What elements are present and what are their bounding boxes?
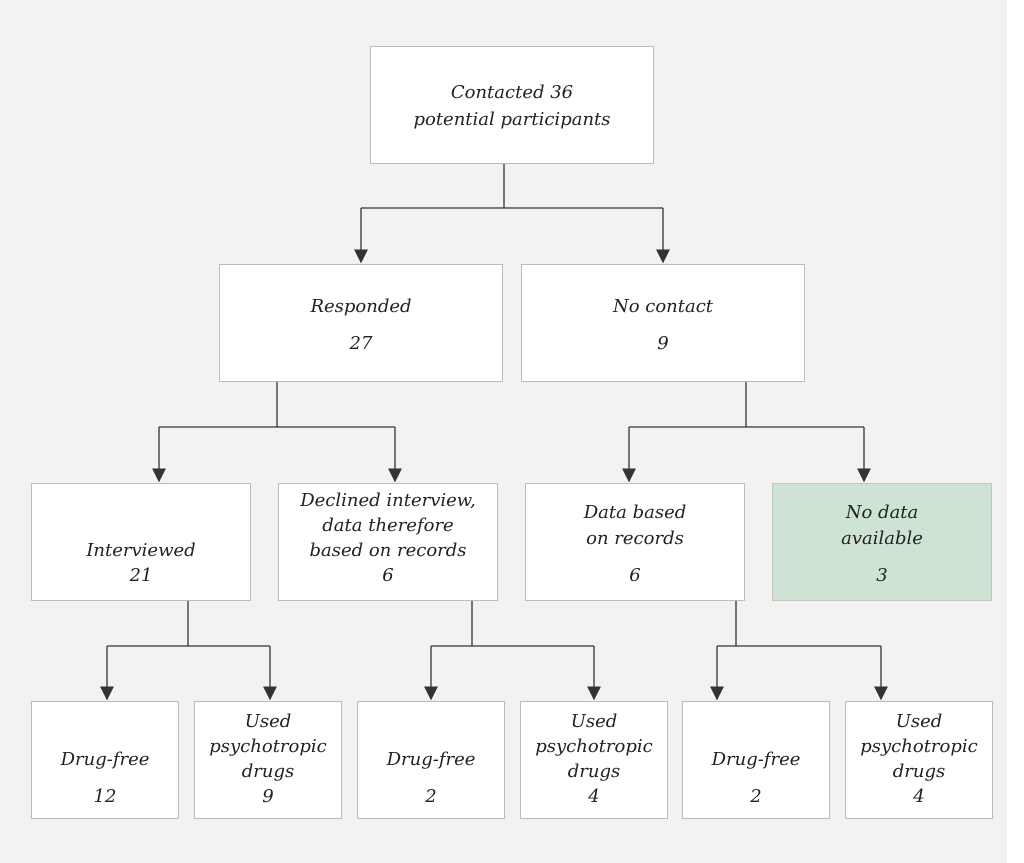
leaf-count: 4 (913, 786, 925, 807)
records-line-1: Data based (583, 502, 687, 523)
leaf-line-3: drugs (567, 761, 621, 782)
leaf-interviewed-drug-free: Drug-free 12 (31, 701, 179, 819)
leaf-declined-psychotropic: Used psychotropic drugs 4 (520, 701, 668, 819)
declined-line-1: Declined interview, (300, 490, 476, 511)
leaf-count: 9 (262, 786, 274, 807)
leaf-count: 4 (588, 786, 600, 807)
connector-interviewed (107, 601, 270, 647)
no-contact-count: 9 (657, 333, 669, 354)
leaf-count: 2 (425, 786, 437, 807)
connector-declined (431, 601, 594, 647)
interviewed-box: Interviewed 21 (31, 483, 251, 601)
connector-no-contact (629, 382, 864, 428)
records-line-2: on records (586, 528, 684, 549)
leaf-label: Drug-free (386, 749, 476, 770)
interviewed-count: 21 (129, 565, 153, 586)
leaf-count: 2 (750, 786, 762, 807)
page-edge (1007, 0, 1024, 863)
leaf-label: Drug-free (711, 749, 801, 770)
root-line-2: potential participants (413, 109, 611, 130)
no-contact-box: No contact 9 (521, 264, 805, 382)
no-data-line-1: No data (845, 502, 919, 523)
leaf-declined-drug-free: Drug-free 2 (357, 701, 505, 819)
declined-box: Declined interview, data therefore based… (278, 483, 498, 601)
no-data-line-2: available (841, 528, 923, 549)
leaf-line-2: psychotropic (209, 736, 327, 757)
responded-box: Responded 27 (219, 264, 503, 382)
leaf-line-1: Used (895, 711, 943, 732)
leaf-count: 12 (93, 786, 117, 807)
connector-root (361, 164, 663, 209)
leaf-line-3: drugs (892, 761, 946, 782)
leaf-line-2: psychotropic (535, 736, 653, 757)
leaf-label: Drug-free (60, 749, 150, 770)
no-data-count: 3 (876, 565, 888, 586)
declined-count: 6 (382, 565, 394, 586)
root-box: Contacted 36 potential participants (370, 46, 654, 164)
leaf-records-psychotropic: Used psychotropic drugs 4 (845, 701, 993, 819)
declined-line-2: data therefore (322, 515, 454, 536)
leaf-line-1: Used (570, 711, 618, 732)
root-line-1: Contacted 36 (450, 82, 574, 103)
connector-responded (159, 382, 395, 428)
leaf-line-1: Used (244, 711, 292, 732)
leaf-line-2: psychotropic (860, 736, 978, 757)
no-data-box: No data available 3 (772, 483, 992, 601)
leaf-records-drug-free: Drug-free 2 (682, 701, 830, 819)
declined-line-3: based on records (309, 540, 467, 561)
responded-label: Responded (310, 296, 412, 317)
records-count: 6 (629, 565, 641, 586)
leaf-interviewed-psychotropic: Used psychotropic drugs 9 (194, 701, 342, 819)
no-contact-label: No contact (612, 296, 714, 317)
responded-count: 27 (349, 333, 373, 354)
connector-records (717, 601, 881, 647)
leaf-line-3: drugs (241, 761, 295, 782)
interviewed-label: Interviewed (86, 540, 196, 561)
records-box: Data based on records 6 (525, 483, 745, 601)
